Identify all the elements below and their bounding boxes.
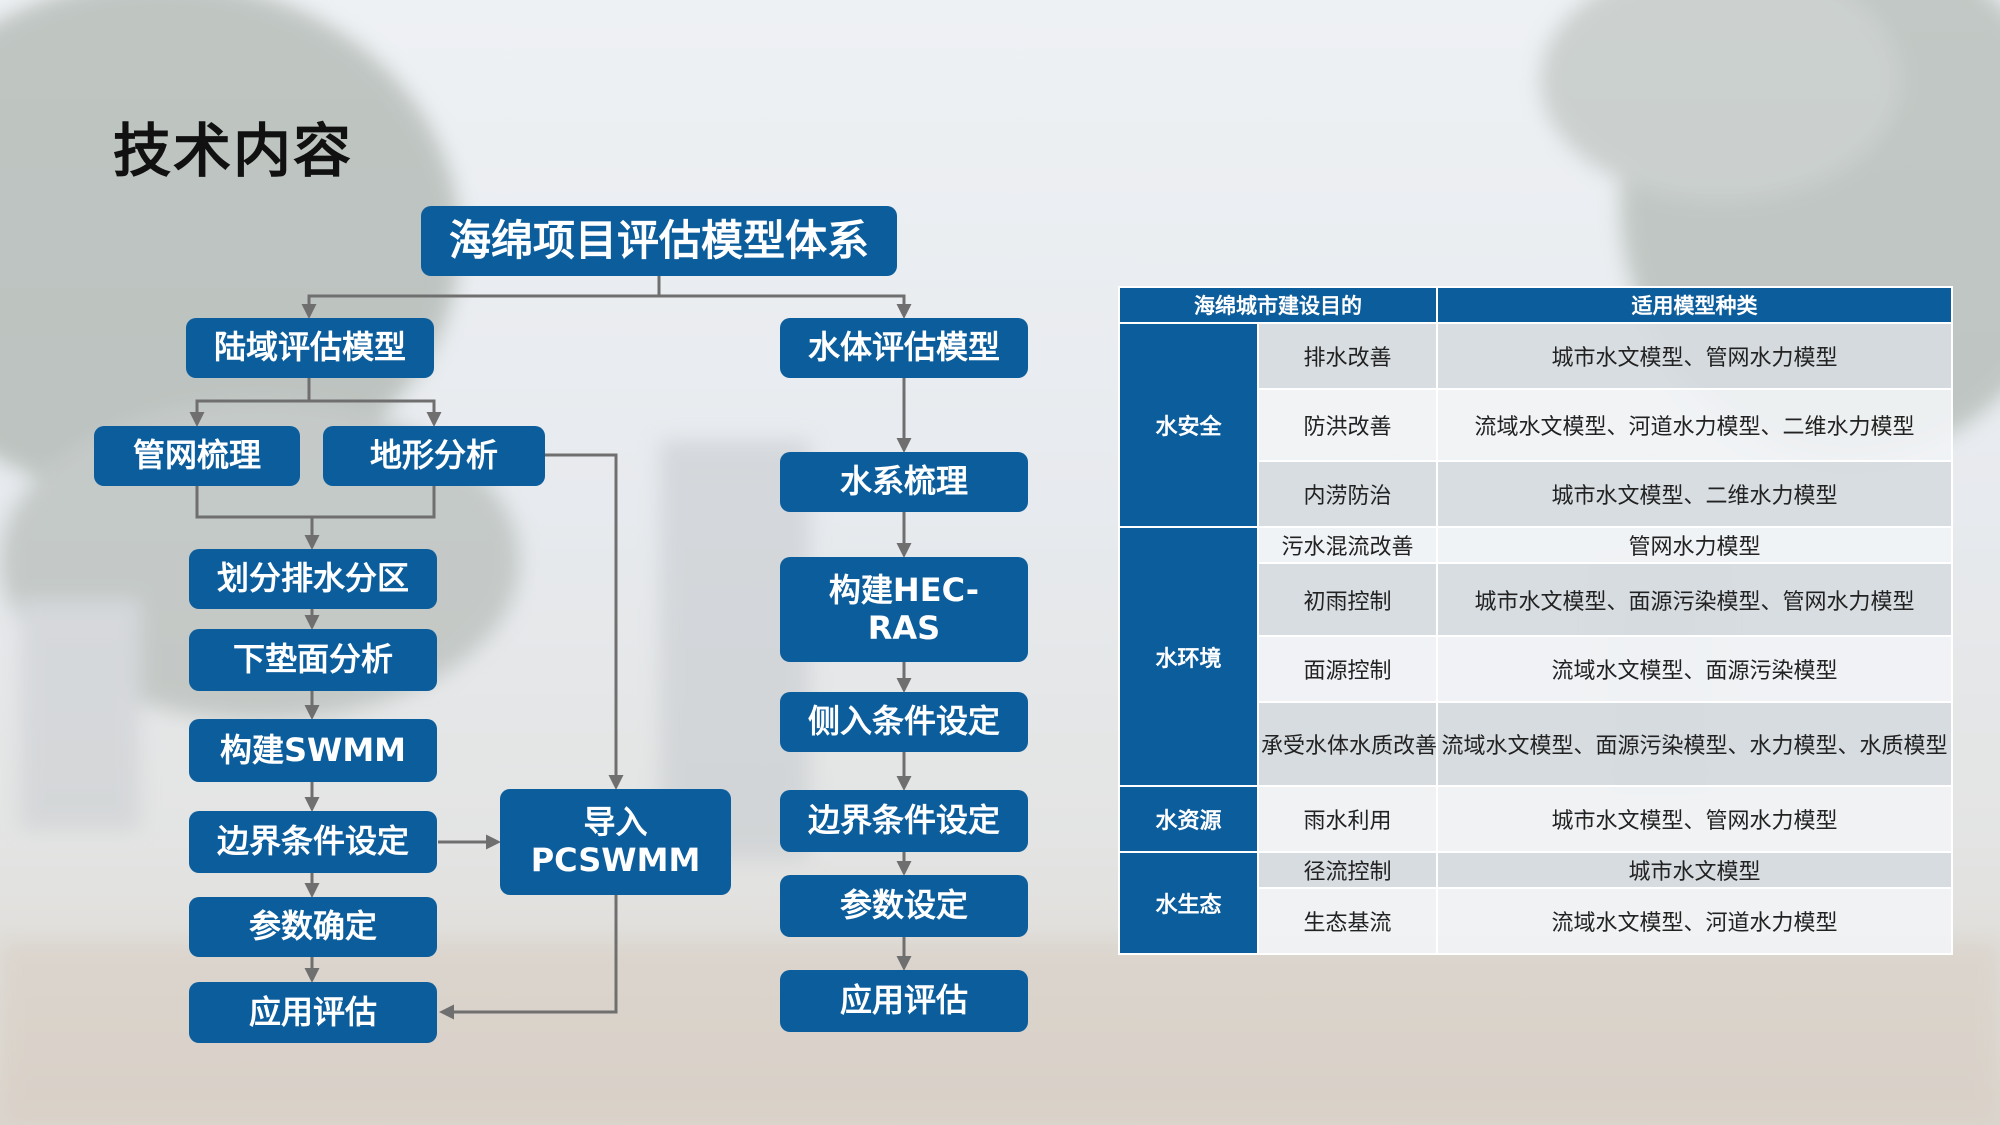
model-type-table: 海绵城市建设目的 适用模型种类 水安全 排水改善 城市水文模型、管网水力模型 防… (1118, 286, 1953, 955)
table-row: 水安全 排水改善 城市水文模型、管网水力模型 (1118, 322, 1953, 528)
apply-water-box: 应用评估 (780, 970, 1028, 1032)
goal-cell: 内涝防治 (1257, 460, 1438, 528)
water-model-box: 水体评估模型 (780, 318, 1028, 378)
land-model-box: 陆域评估模型 (186, 318, 434, 378)
lateral-inflow-box: 侧入条件设定 (780, 692, 1028, 752)
goal-cell: 初雨控制 (1257, 562, 1438, 637)
model-cell: 管网水力模型 (1436, 526, 1953, 564)
goal-cell: 面源控制 (1257, 635, 1438, 703)
table-row: 内涝防治 城市水文模型、二维水力模型 (1119, 460, 1953, 528)
apply-land-box: 应用评估 (189, 982, 437, 1043)
table-row: 面源控制 流域水文模型、面源污染模型 (1119, 635, 1953, 703)
terrain-analysis-box: 地形分析 (323, 426, 545, 486)
build-swmm-box: 构建SWMM (189, 719, 437, 782)
param-setting-box: 参数设定 (780, 875, 1028, 937)
import-pcswmm-box: 导入 PCSWMM (500, 789, 731, 895)
category-water-ecology: 水生态 (1118, 851, 1259, 955)
table-row: 生态基流 流域水文模型、河道水力模型 (1119, 887, 1953, 955)
pipe-review-box: 管网梳理 (94, 426, 300, 486)
goal-cell: 防洪改善 (1257, 388, 1438, 462)
category-water-safety: 水安全 (1118, 322, 1259, 528)
root-model-system-box: 海绵项目评估模型体系 (421, 206, 897, 276)
boundary-land-box: 边界条件设定 (189, 811, 437, 873)
goal-cell: 生态基流 (1257, 887, 1438, 955)
goal-cell: 径流控制 (1257, 851, 1438, 889)
category-water-resources: 水资源 (1118, 785, 1259, 853)
model-cell: 流域水文模型、河道水力模型、二维水力模型 (1436, 388, 1953, 462)
import-pcswmm-line2: PCSWMM (530, 841, 701, 879)
import-pcswmm-line1: 导入 (583, 803, 648, 842)
model-cell: 流域水文模型、面源污染模型、水力模型、水质模型 (1436, 701, 1953, 787)
param-confirm-box: 参数确定 (189, 897, 437, 957)
boundary-water-box: 边界条件设定 (780, 790, 1028, 852)
model-cell: 城市水文模型、管网水力模型 (1436, 322, 1953, 390)
table-row: 初雨控制 城市水文模型、面源污染模型、管网水力模型 (1119, 562, 1953, 637)
water-system-box: 水系梳理 (780, 452, 1028, 512)
category-water-environment: 水环境 (1118, 526, 1259, 787)
model-cell: 城市水文模型、面源污染模型、管网水力模型 (1436, 562, 1953, 637)
header-model: 适用模型种类 (1436, 286, 1953, 324)
table-header-row: 海绵城市建设目的 适用模型种类 (1118, 286, 1953, 324)
table-row: 防洪改善 流域水文模型、河道水力模型、二维水力模型 (1119, 388, 1953, 462)
table-row: 水资源 雨水利用 城市水文模型、管网水力模型 (1118, 785, 1953, 853)
page-title: 技术内容 (113, 117, 354, 185)
goal-cell: 承受水体水质改善 (1257, 701, 1438, 787)
table-row: 水生态 径流控制 城市水文模型 (1118, 851, 1953, 955)
build-hec-line2: RAS (867, 608, 941, 647)
model-cell: 城市水文模型、二维水力模型 (1436, 460, 1953, 528)
model-cell: 城市水文模型 (1436, 851, 1953, 889)
model-cell: 流域水文模型、河道水力模型 (1436, 887, 1953, 955)
underlying-surface-box: 下垫面分析 (189, 629, 437, 691)
table-row: 承受水体水质改善 流域水文模型、面源污染模型、水力模型、水质模型 (1119, 701, 1953, 787)
goal-cell: 雨水利用 (1257, 785, 1438, 853)
table-row: 水环境 污水混流改善 管网水力模型 (1118, 526, 1953, 787)
build-hec-ras-box: 构建HEC- RAS (780, 557, 1028, 662)
goal-cell: 污水混流改善 (1257, 526, 1438, 564)
build-hec-line1: 构建HEC- (828, 570, 980, 609)
model-cell: 城市水文模型、管网水力模型 (1436, 785, 1953, 853)
header-goal: 海绵城市建设目的 (1118, 286, 1438, 324)
partition-box: 划分排水分区 (189, 549, 437, 609)
model-cell: 流域水文模型、面源污染模型 (1436, 635, 1953, 703)
goal-cell: 排水改善 (1257, 322, 1438, 390)
